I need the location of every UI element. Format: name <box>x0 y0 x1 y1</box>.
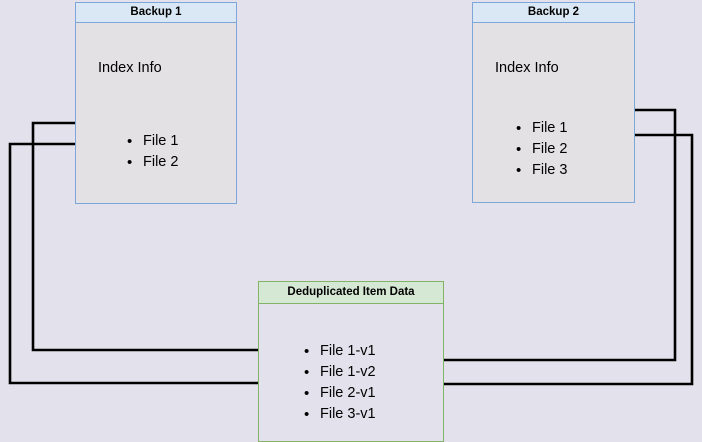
node-backup-1-header: Backup 1 <box>76 3 236 23</box>
node-dedup-body: File 1-v1 File 1-v2 File 2-v1 File 3-v1 <box>259 304 443 441</box>
node-backup-1-body: Index Info File 1 File 2 <box>76 23 236 203</box>
list-item[interactable]: File 1-v2 <box>304 362 376 383</box>
list-item[interactable]: File 2 <box>127 152 178 173</box>
list-item[interactable]: File 2 <box>516 139 567 160</box>
list-item[interactable]: File 2-v1 <box>304 383 376 404</box>
backup-2-file-list: File 1 File 2 File 3 <box>516 118 567 181</box>
node-backup-2-body: Index Info File 1 File 2 File 3 <box>473 23 634 202</box>
node-dedup-header: Deduplicated Item Data <box>259 282 443 304</box>
backup-1-file-list: File 1 File 2 <box>127 131 178 173</box>
list-item[interactable]: File 1-v1 <box>304 341 376 362</box>
list-item[interactable]: File 3-v1 <box>304 404 376 425</box>
node-backup-2[interactable]: Backup 2 Index Info File 1 File 2 File 3 <box>472 2 635 203</box>
node-deduplicated-item-data[interactable]: Deduplicated Item Data File 1-v1 File 1-… <box>258 281 444 442</box>
backup-1-index-label: Index Info <box>98 60 162 76</box>
backup-2-index-label: Index Info <box>495 60 559 76</box>
dedup-file-list: File 1-v1 File 1-v2 File 2-v1 File 3-v1 <box>304 341 376 425</box>
list-item[interactable]: File 1 <box>127 131 178 152</box>
node-backup-1[interactable]: Backup 1 Index Info File 1 File 2 <box>75 2 237 204</box>
list-item[interactable]: File 3 <box>516 160 567 181</box>
list-item[interactable]: File 1 <box>516 118 567 139</box>
node-backup-2-header: Backup 2 <box>473 3 634 23</box>
